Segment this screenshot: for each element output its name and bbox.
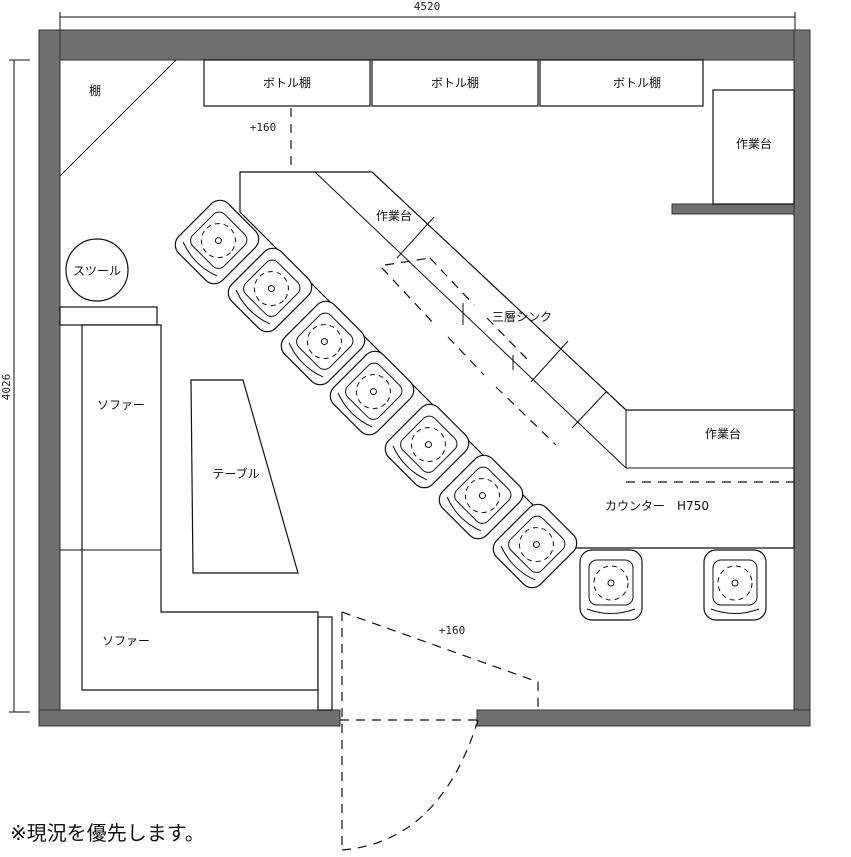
bar-stool-4 xyxy=(329,350,415,436)
bar-stool-6 xyxy=(438,454,524,540)
workbench-right-mid-label: 作業台 xyxy=(705,426,741,441)
offset-top-label: +160 xyxy=(250,121,277,134)
sofa-body xyxy=(81,324,319,691)
sofa-2-label: ソファー xyxy=(102,634,150,648)
note-text: ※現況を優先します。 xyxy=(10,821,205,845)
height-dimension-label: 4026 xyxy=(0,374,13,401)
step-line-door xyxy=(341,611,539,710)
stool-row-straight xyxy=(579,549,767,621)
bar-stool-1 xyxy=(174,199,260,285)
sink-outline-lower xyxy=(381,267,557,446)
wall-top xyxy=(38,29,811,61)
corner-shelf: 棚 xyxy=(59,59,177,177)
bottle-shelves: ボトル棚 ボトル棚 ボトル棚 xyxy=(203,59,704,107)
sink-outline-upper xyxy=(429,257,529,361)
entrance: +160 xyxy=(340,611,539,851)
bar-stool-2 xyxy=(227,247,313,333)
bar-stool-8 xyxy=(579,549,643,621)
partition-wall xyxy=(671,203,795,215)
dimension-width: 4520 xyxy=(59,0,796,30)
offset-door-label: +160 xyxy=(439,624,466,637)
bottle-shelf-3 xyxy=(539,59,704,107)
bar-stool-5 xyxy=(384,403,470,489)
bottle-shelf-1-label: ボトル棚 xyxy=(263,75,311,90)
counter-inner-edge xyxy=(314,171,627,469)
triple-sink-label: 三層シンク xyxy=(492,310,552,324)
bar-stool-9 xyxy=(703,549,767,621)
wall-right xyxy=(793,29,811,727)
round-stool: スツール xyxy=(65,238,129,302)
counter-label: カウンター H750 xyxy=(605,499,709,513)
workbench-counter-label: 作業台 xyxy=(376,208,412,223)
bar-counter: 作業台 三層シンク 作業台 カウンター H750 xyxy=(239,171,795,549)
workbench-right-top: 作業台 xyxy=(712,89,795,205)
door-swing-arc xyxy=(341,719,479,851)
table: テーブル xyxy=(190,379,299,574)
stool-label: スツール xyxy=(73,264,121,278)
bottle-shelf-2 xyxy=(371,59,539,107)
bottle-shelf-2-label: ボトル棚 xyxy=(431,75,479,90)
workbench-right-top-label: 作業台 xyxy=(736,136,772,151)
shelf-label: 棚 xyxy=(89,83,101,98)
wall-left xyxy=(38,29,61,727)
sofa-1-label: ソファー xyxy=(97,398,145,412)
stool-row-diagonal xyxy=(174,199,578,589)
dimension-height: 4026 xyxy=(0,59,30,713)
sofa: ソファー ソファー xyxy=(59,306,333,711)
wall-bottom-right xyxy=(476,709,811,727)
bar-stool-3 xyxy=(280,300,366,386)
walls xyxy=(38,29,811,727)
wall-bottom-left xyxy=(38,709,341,727)
bottle-shelf-3-label: ボトル棚 xyxy=(613,75,661,90)
bar-stool-7 xyxy=(492,503,578,589)
table-label: テーブル xyxy=(212,466,259,481)
bottle-shelf-1 xyxy=(203,59,371,107)
width-dimension-label: 4520 xyxy=(414,0,441,13)
